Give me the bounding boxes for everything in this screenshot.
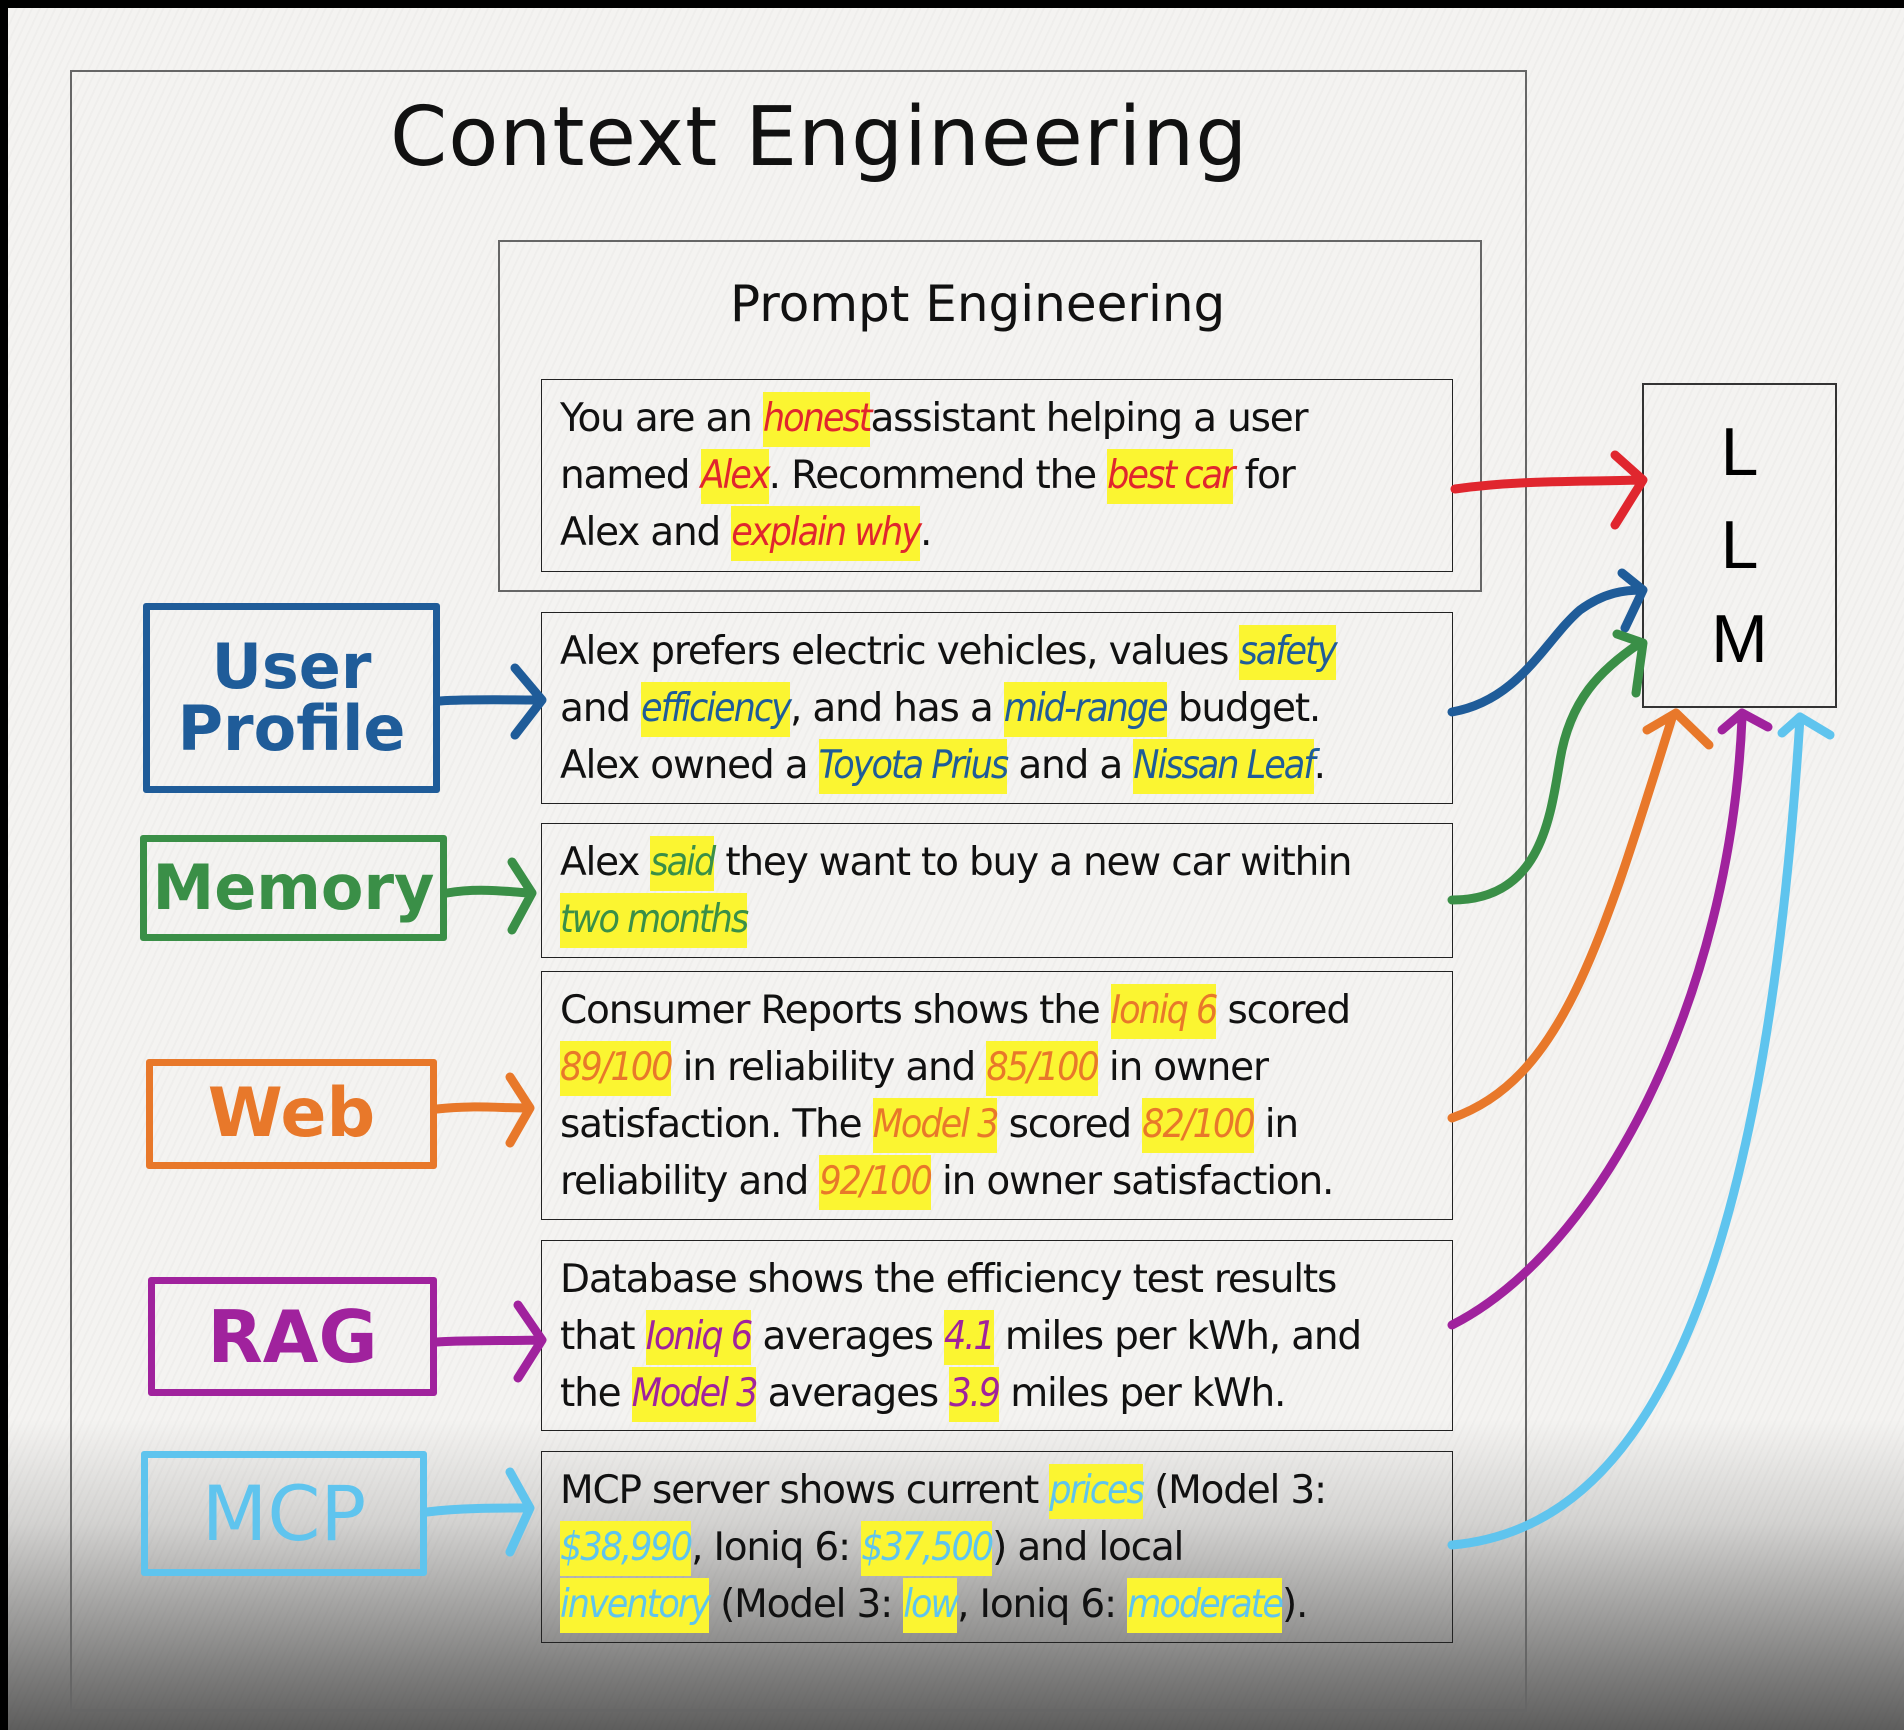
body-text: in owner [1097, 1045, 1269, 1090]
body-text: Consumer Reports shows the [560, 988, 1111, 1033]
prompt-engineering-frame [498, 240, 1482, 592]
prompt-engineering-title: Prompt Engineering [730, 275, 1226, 333]
memory-text-box: Alex said they want to buy a new car wit… [541, 823, 1453, 958]
web-text-box: Consumer Reports shows the Ioniq 6 score… [541, 971, 1453, 1220]
body-text: that [560, 1314, 646, 1359]
highlighted-keyword: safety [1239, 625, 1338, 680]
body-text: Alex owned a [560, 743, 819, 788]
body-text: (Model 3: [1142, 1468, 1327, 1513]
body-text: the [560, 1371, 632, 1416]
body-text: . [1313, 743, 1326, 788]
body-text: assistant helping a user [870, 396, 1308, 441]
body-text: satisfaction. The [560, 1102, 873, 1147]
context-engineering-title: Context Engineering [390, 90, 1249, 185]
highlighted-keyword: two months [560, 893, 749, 948]
body-text: in reliability and [671, 1045, 987, 1090]
highlighted-keyword: prices [1049, 1464, 1145, 1519]
highlighted-keyword: said [650, 836, 716, 891]
highlighted-keyword: best car [1107, 449, 1235, 504]
body-text: reliability and [560, 1159, 820, 1204]
highlighted-keyword: mid-range [1003, 682, 1169, 737]
web-label: Web [146, 1059, 437, 1169]
user-profile-text-box: Alex prefers electric vehicles, values s… [541, 612, 1453, 804]
llm-letter: L [1720, 507, 1759, 584]
body-text: in [1253, 1102, 1299, 1147]
highlighted-keyword: explain why [731, 506, 922, 561]
highlighted-keyword: efficiency [640, 682, 792, 737]
body-text: . [920, 510, 932, 555]
llm-letter: L [1720, 413, 1759, 490]
user-profile-label: User Profile [143, 603, 440, 793]
body-text: ). [1281, 1582, 1308, 1627]
body-text: ) and local [992, 1525, 1184, 1570]
body-text: in owner satisfaction. [930, 1159, 1335, 1204]
memory-label: Memory [140, 835, 447, 941]
body-text: MCP server shows current [560, 1468, 1050, 1513]
highlighted-keyword: honest [762, 392, 872, 447]
body-text: scored [1216, 988, 1352, 1033]
highlighted-keyword: $37,500 [861, 1521, 994, 1576]
mcp-label: MCP [141, 1451, 427, 1576]
llm-box: L L M [1642, 383, 1837, 708]
body-text: averages [751, 1314, 944, 1359]
body-text: averages [756, 1371, 950, 1416]
highlighted-keyword: Model 3 [872, 1098, 999, 1153]
body-text: (Model 3: [708, 1582, 904, 1627]
highlighted-keyword: Ioniq 6 [1110, 984, 1218, 1039]
body-text: miles per kWh. [999, 1371, 1286, 1416]
highlighted-keyword: Ioniq 6 [645, 1310, 753, 1365]
highlighted-keyword: 82/100 [1142, 1098, 1256, 1153]
highlighted-keyword: low [903, 1578, 959, 1633]
body-text: and a [1007, 743, 1134, 788]
body-text: budget. [1166, 686, 1321, 731]
highlighted-keyword: 4.1 [943, 1310, 996, 1365]
highlighted-keyword: inventory [560, 1578, 711, 1633]
body-text: named [560, 453, 701, 498]
highlighted-keyword: 92/100 [819, 1155, 933, 1210]
body-text: Alex and [560, 510, 732, 555]
body-text: You are an [560, 396, 763, 441]
body-text: for [1233, 453, 1296, 498]
highlighted-keyword: Nissan Leaf [1133, 739, 1316, 794]
body-text: . Recommend the [768, 453, 1108, 498]
prompt-text-box: You are an honestassistant helping a use… [541, 379, 1453, 572]
body-text: they want to buy a new car within [714, 840, 1352, 885]
rag-label: RAG [148, 1277, 437, 1396]
body-text: , Ioniq 6: [691, 1525, 862, 1570]
body-text: scored [997, 1102, 1143, 1147]
highlighted-keyword: Toyota Prius [818, 739, 1009, 794]
mcp-text-box: MCP server shows current prices (Model 3… [541, 1451, 1453, 1643]
body-text: Alex [560, 840, 651, 885]
highlighted-keyword: 89/100 [560, 1041, 673, 1096]
highlighted-keyword: $38,990 [560, 1521, 693, 1576]
body-text: and [560, 686, 641, 731]
highlighted-keyword: 85/100 [986, 1041, 1100, 1096]
body-text: Alex prefers electric vehicles, values [560, 629, 1240, 674]
highlighted-keyword: moderate [1127, 1578, 1284, 1633]
rag-text-box: Database shows the efficiency test resul… [541, 1240, 1453, 1431]
body-text: , Ioniq 6: [957, 1582, 1128, 1627]
highlighted-keyword: 3.9 [949, 1367, 1001, 1422]
body-text: Database shows the efficiency test resul… [560, 1257, 1337, 1302]
body-text: , and has a [789, 686, 1004, 731]
llm-letter: M [1711, 601, 1768, 678]
body-text: miles per kWh, and [993, 1314, 1362, 1359]
highlighted-keyword: Model 3 [631, 1367, 758, 1422]
highlighted-keyword: Alex [700, 449, 771, 504]
